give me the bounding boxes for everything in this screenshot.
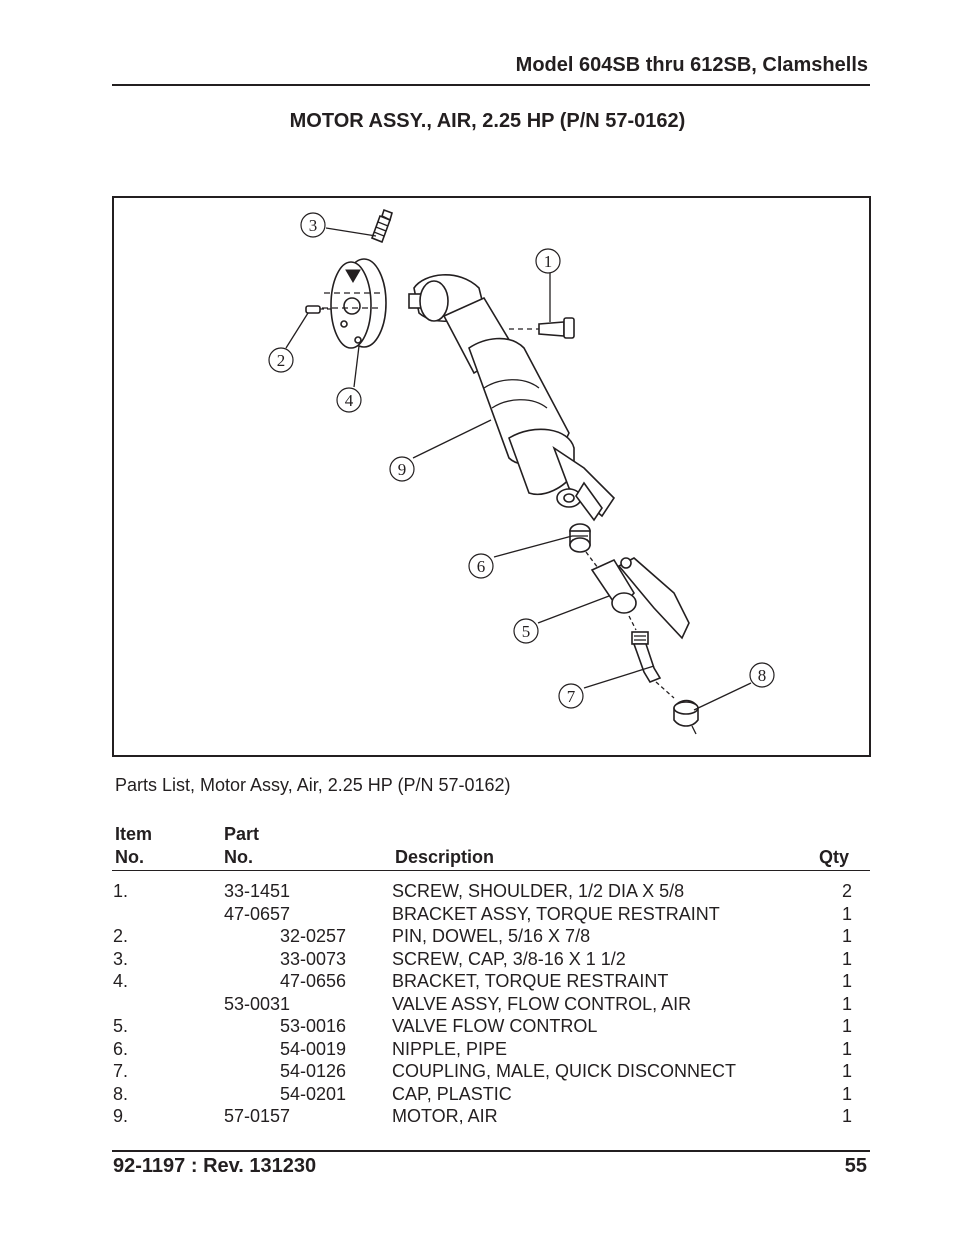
row-7-item: 5.	[113, 1016, 129, 1036]
item-no-header: Item No.	[115, 823, 152, 869]
description-header: Description	[395, 847, 495, 867]
svg-text:3: 3	[309, 216, 318, 235]
footer-divider	[112, 1150, 870, 1152]
header-divider	[112, 84, 870, 86]
row-3-item: 2.	[113, 926, 129, 946]
callout-3: 3	[300, 212, 326, 238]
qty-header: Qty	[818, 847, 849, 867]
row-6-description: VALVE ASSY, FLOW CONTROL, AIR	[392, 993, 692, 1014]
row-2-part: 47-0657	[224, 903, 291, 924]
row-7-description: VALVE FLOW CONTROL	[392, 1016, 598, 1036]
air-motor-part	[408, 274, 616, 522]
item-header-line2: No.	[115, 847, 144, 867]
flow-control-valve-part	[590, 557, 690, 640]
part-header-line1: Part	[224, 824, 260, 844]
row-1-description: SCREW, SHOULDER, 1/2 DIA X 5/8	[392, 881, 685, 901]
row-10-part: 54-0201	[280, 1083, 347, 1104]
row-9-item: 7.	[113, 1061, 129, 1081]
row-3-description: PIN, DOWEL, 5/16 X 7/8	[392, 926, 591, 946]
row-11-qty: 1	[841, 1106, 852, 1126]
row-4-item: 3.	[113, 948, 129, 969]
item-header-line1: Item	[115, 824, 153, 844]
row-1-part: 33-1451	[224, 881, 291, 901]
row-7-part: 53-0016	[280, 1016, 347, 1036]
callout-5: 5	[513, 618, 539, 644]
svg-text:7: 7	[567, 687, 576, 706]
svg-text:4: 4	[345, 391, 354, 410]
row-8-description: NIPPLE, PIPE	[392, 1038, 508, 1059]
row-11-item: 9.	[113, 1106, 129, 1126]
header-title: Model 604SB thru 612SB, Clamshells	[515, 54, 868, 76]
figure-caption: Parts List, Motor Assy, Air, 2.25 HP (P/…	[115, 775, 511, 795]
row-3-part: 32-0257	[280, 926, 347, 946]
row-7-qty: 1	[841, 1016, 852, 1036]
row-4-qty: 1	[841, 948, 852, 969]
row-1-qty: 2	[841, 881, 852, 901]
callout-1: 1	[535, 248, 561, 274]
svg-text:8: 8	[758, 666, 767, 685]
callout-6: 6	[468, 553, 494, 579]
callout-9: 9	[389, 456, 415, 482]
svg-text:9: 9	[398, 460, 407, 479]
row-4-part: 33-0073	[280, 948, 347, 969]
quick-disconnect-coupling-part	[631, 631, 675, 699]
callout-7: 7	[558, 683, 584, 709]
torque-bracket-part	[322, 258, 387, 349]
row-9-qty: 1	[841, 1061, 852, 1081]
row-1-item: 1.	[113, 881, 129, 901]
pipe-nipple-part	[569, 523, 599, 569]
row-10-item: 8.	[113, 1083, 129, 1104]
exploded-view-figure: 1 2 3 4 5 6 7 8	[112, 196, 871, 757]
row-8-item: 6.	[113, 1038, 129, 1059]
cap-screw-part	[370, 208, 393, 244]
row-6-qty: 1	[841, 993, 852, 1014]
callout-leaders	[285, 227, 752, 711]
svg-text:1: 1	[544, 252, 553, 271]
row-5-part: 47-0656	[280, 971, 347, 991]
row-5-description: BRACKET, TORQUE RESTRAINT	[392, 971, 669, 991]
page-number: 55	[844, 1155, 867, 1177]
shoulder-screw-part	[509, 317, 575, 339]
row-9-description: COUPLING, MALE, QUICK DISCONNECT	[392, 1061, 737, 1081]
row-5-item: 4.	[113, 971, 129, 991]
part-no-header: Part No.	[224, 823, 259, 869]
svg-text:6: 6	[477, 557, 486, 576]
row-8-qty: 1	[841, 1038, 852, 1059]
row-3-qty: 1	[841, 926, 852, 946]
document-number: 92-1197 : Rev. 131230	[113, 1155, 317, 1177]
row-9-part: 54-0126	[280, 1061, 347, 1081]
motor-assembly-drawing: 1 2 3 4 5 6 7 8	[268, 208, 775, 735]
callout-4: 4	[336, 387, 362, 413]
plastic-cap-part	[673, 699, 699, 735]
row-4-description: SCREW, CAP, 3/8-16 X 1 1/2	[392, 948, 626, 969]
table-header-divider	[112, 870, 870, 871]
part-header-line2: No.	[224, 847, 253, 867]
callout-8: 8	[749, 662, 775, 688]
svg-text:5: 5	[522, 622, 531, 641]
row-11-part: 57-0157	[224, 1106, 291, 1126]
dowel-pin-part	[305, 305, 336, 314]
callout-2: 2	[268, 347, 294, 373]
row-2-qty: 1	[841, 903, 852, 924]
row-2-description: BRACKET ASSY, TORQUE RESTRAINT	[392, 903, 720, 924]
row-5-qty: 1	[841, 971, 852, 991]
row-10-qty: 1	[841, 1083, 852, 1104]
page-title: MOTOR ASSY., AIR, 2.25 HP (P/N 57-0162)	[289, 110, 686, 132]
row-8-part: 54-0019	[280, 1038, 347, 1059]
row-6-part: 53-0031	[224, 993, 291, 1014]
row-10-description: CAP, PLASTIC	[392, 1083, 512, 1104]
row-11-description: MOTOR, AIR	[392, 1106, 498, 1126]
svg-text:2: 2	[277, 351, 286, 370]
